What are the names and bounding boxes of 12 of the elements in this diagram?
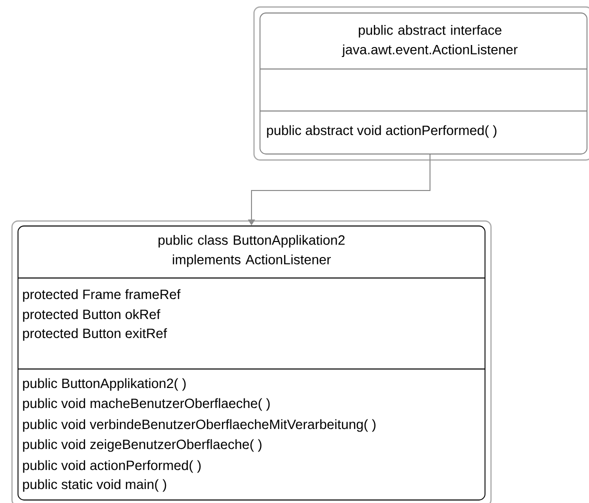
class-name: public abstract interface java.awt.event.ActionListener [342,24,518,58]
method: public void zeigeBenutzerOberflaeche( ) [23,439,262,452]
attribute: protected Frame frameRef [23,289,180,302]
method: public abstract void actionPerformed( ) [267,125,496,138]
attribute: protected Button exitRef [23,328,168,341]
method: public void verbindeBenutzerOberflaecheMitVerarbeitung( ) [23,419,376,432]
method: public static void main( ) [23,479,166,492]
attribute: protected Button okRef [23,309,160,322]
class-name: public class ButtonApplikation2 implements ActionListener [158,234,345,268]
method: public void macheBenutzerOberflaeche( ) [23,398,270,411]
method: public ButtonApplikation2( ) [23,378,186,391]
method: public void actionPerformed( ) [23,460,201,473]
